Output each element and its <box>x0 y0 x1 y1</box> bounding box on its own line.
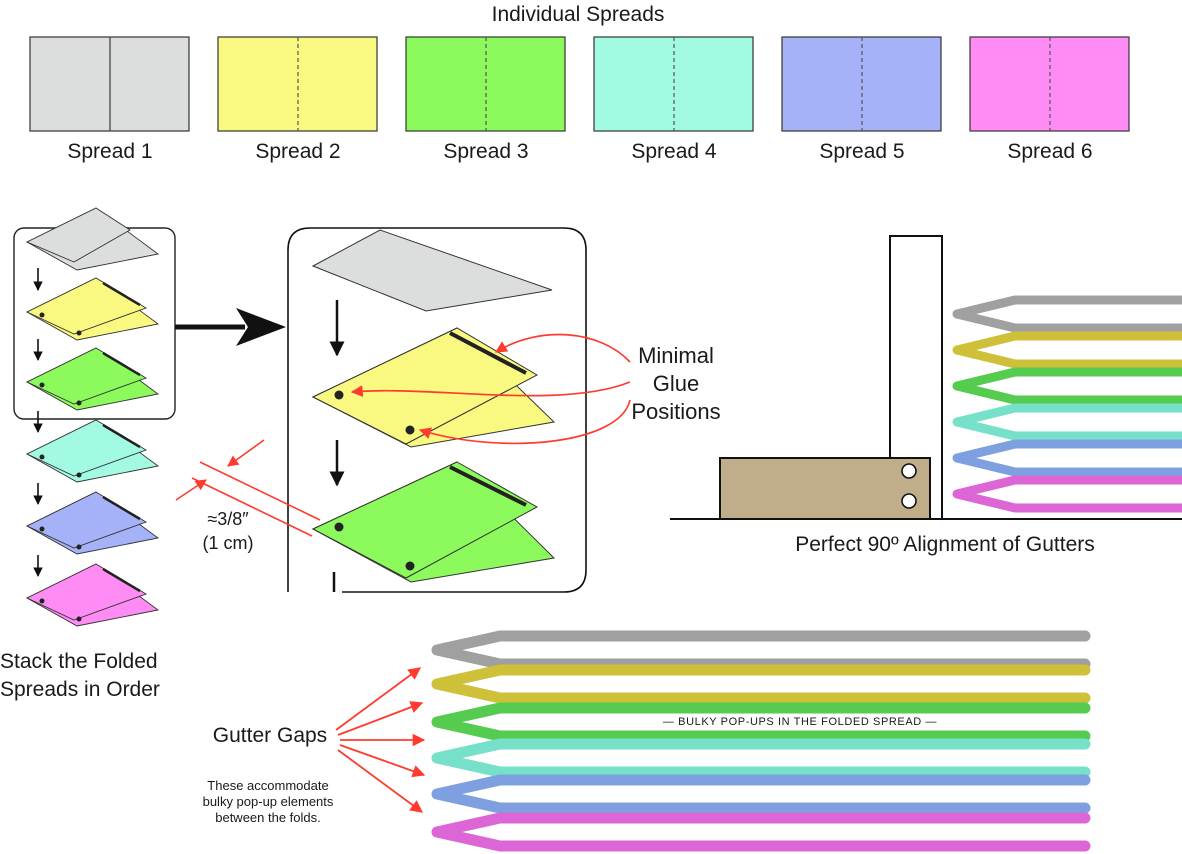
alignment-label: Perfect 90º Alignment of Gutters <box>795 533 1095 556</box>
stack-sheet-6 <box>25 563 160 627</box>
stack-label-line-1: Stack the Folded <box>0 650 158 673</box>
glue-arrows <box>350 333 631 445</box>
spread-label-4: Spread 4 <box>631 140 717 163</box>
spread-card-6 <box>969 36 1130 132</box>
stack-sheet-2 <box>25 277 160 341</box>
stack-sheet-1 <box>25 207 160 271</box>
stack-sheet-3 <box>25 347 160 411</box>
spread-card-2 <box>217 36 378 132</box>
measurement-line-2: (1 cm) <box>202 533 254 553</box>
measurement-callout <box>175 439 321 537</box>
spread-label-6: Spread 6 <box>1007 140 1093 163</box>
bulky-popups-label: — BULKY POP-UPS IN THE FOLDED SPREAD — <box>662 716 938 728</box>
zoom-sheet-green <box>311 461 556 583</box>
stack-instruction-label: Stack the Folded Spreads in Order <box>0 648 160 704</box>
glue-label-line-1: Minimal <box>638 343 714 368</box>
spread-card-5 <box>781 36 942 132</box>
gutter-note-line-1: These accommodate <box>207 778 329 793</box>
measurement-line-1: ≈3/8″ <box>207 509 249 529</box>
diagram-title: Individual Spreads <box>491 3 665 26</box>
spread-label-1: Spread 1 <box>67 140 153 163</box>
zoom-arrow <box>175 308 286 346</box>
glue-label-line-3: Positions <box>631 399 721 424</box>
glue-positions-label: Minimal Glue Positions <box>612 342 740 426</box>
alignment-illustration <box>670 235 1182 520</box>
zoom-sheet-yellow <box>311 327 556 448</box>
stack-sheet-4 <box>25 419 160 483</box>
spread-cards <box>29 36 1130 132</box>
alignment-block <box>719 457 931 520</box>
spread-label-3: Spread 3 <box>443 140 529 163</box>
measurement-label: ≈3/8″ (1 cm) <box>188 507 268 555</box>
spread-card-3 <box>405 36 566 132</box>
zoom-detail <box>287 227 587 593</box>
gutter-gaps-label: Gutter Gaps <box>212 724 328 747</box>
stack-sheet-5 <box>25 491 160 555</box>
gutter-arrows <box>335 667 426 813</box>
spread-label-5: Spread 5 <box>819 140 905 163</box>
stack-label-line-2: Spreads in Order <box>0 678 160 701</box>
gutter-note-line-2: bulky pop-up elements <box>202 794 334 809</box>
spread-card-1 <box>29 36 190 132</box>
gutter-note: These accommodate bulky pop-up elements … <box>178 778 358 826</box>
aligned-gutters <box>952 295 1182 513</box>
spread-card-4 <box>593 36 754 132</box>
spread-label-2: Spread 2 <box>255 140 341 163</box>
gutter-note-line-3: between the folds. <box>215 810 321 825</box>
gutter-illustration <box>431 630 1091 852</box>
folded-stack <box>13 207 176 627</box>
glue-label-line-2: Glue <box>652 371 700 396</box>
